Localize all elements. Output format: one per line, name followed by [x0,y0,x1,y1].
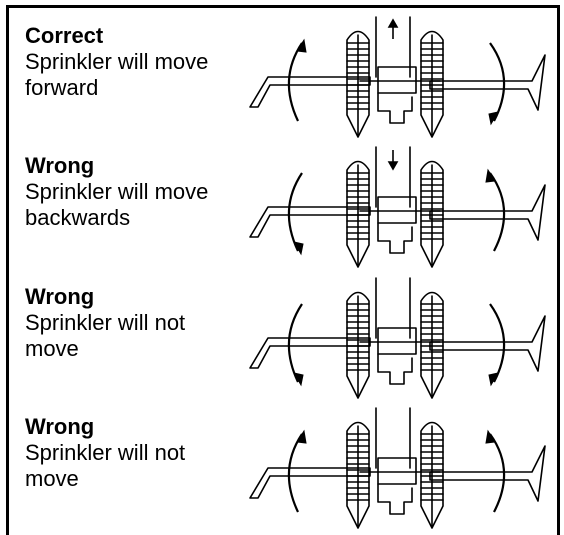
left-wheel [346,160,370,268]
center-housing [377,66,417,94]
description-text: Sprinkler will not move [25,310,186,361]
right-wheel [420,421,444,529]
description-text: Sprinkler will move forward [25,49,209,100]
center-housing [377,457,417,485]
right-rotation-arrow-icon [488,303,506,387]
verdict-text: Wrong [25,414,95,439]
verdict-text: Wrong [25,284,95,309]
left-arm [249,76,371,108]
verdict-text: Wrong [25,153,95,178]
right-arm [429,315,546,372]
left-arm [249,337,371,369]
center-housing [377,327,417,355]
left-wheel [346,421,370,529]
sprinkler-diagram [240,406,555,534]
right-rotation-arrow-icon [485,168,506,252]
center-housing [377,196,417,224]
right-rotation-arrow-icon [488,42,506,126]
left-arm [249,467,371,499]
right-wheel [420,291,444,399]
right-arm [429,445,546,502]
left-wheel [346,291,370,399]
sprinkler-diagram [240,145,555,273]
sprinkler-diagram [240,15,555,143]
left-rotation-arrow-icon [287,429,307,513]
verdict-text: Correct [25,23,104,48]
right-rotation-arrow-icon [485,429,506,513]
left-rotation-arrow-icon [287,303,304,387]
arrow-up-icon [387,18,399,39]
right-wheel [420,30,444,138]
right-wheel [420,160,444,268]
right-arm [429,184,546,241]
arrow-down-icon [387,150,399,171]
instruction-panel [6,5,560,535]
sprinkler-diagram [240,276,555,404]
left-arm [249,206,371,238]
description-text: Sprinkler will not move [25,440,186,491]
left-rotation-arrow-icon [287,172,304,256]
right-arm [429,54,546,111]
left-rotation-arrow-icon [287,38,307,122]
description-text: Sprinkler will move backwards [25,179,209,230]
left-wheel [346,30,370,138]
